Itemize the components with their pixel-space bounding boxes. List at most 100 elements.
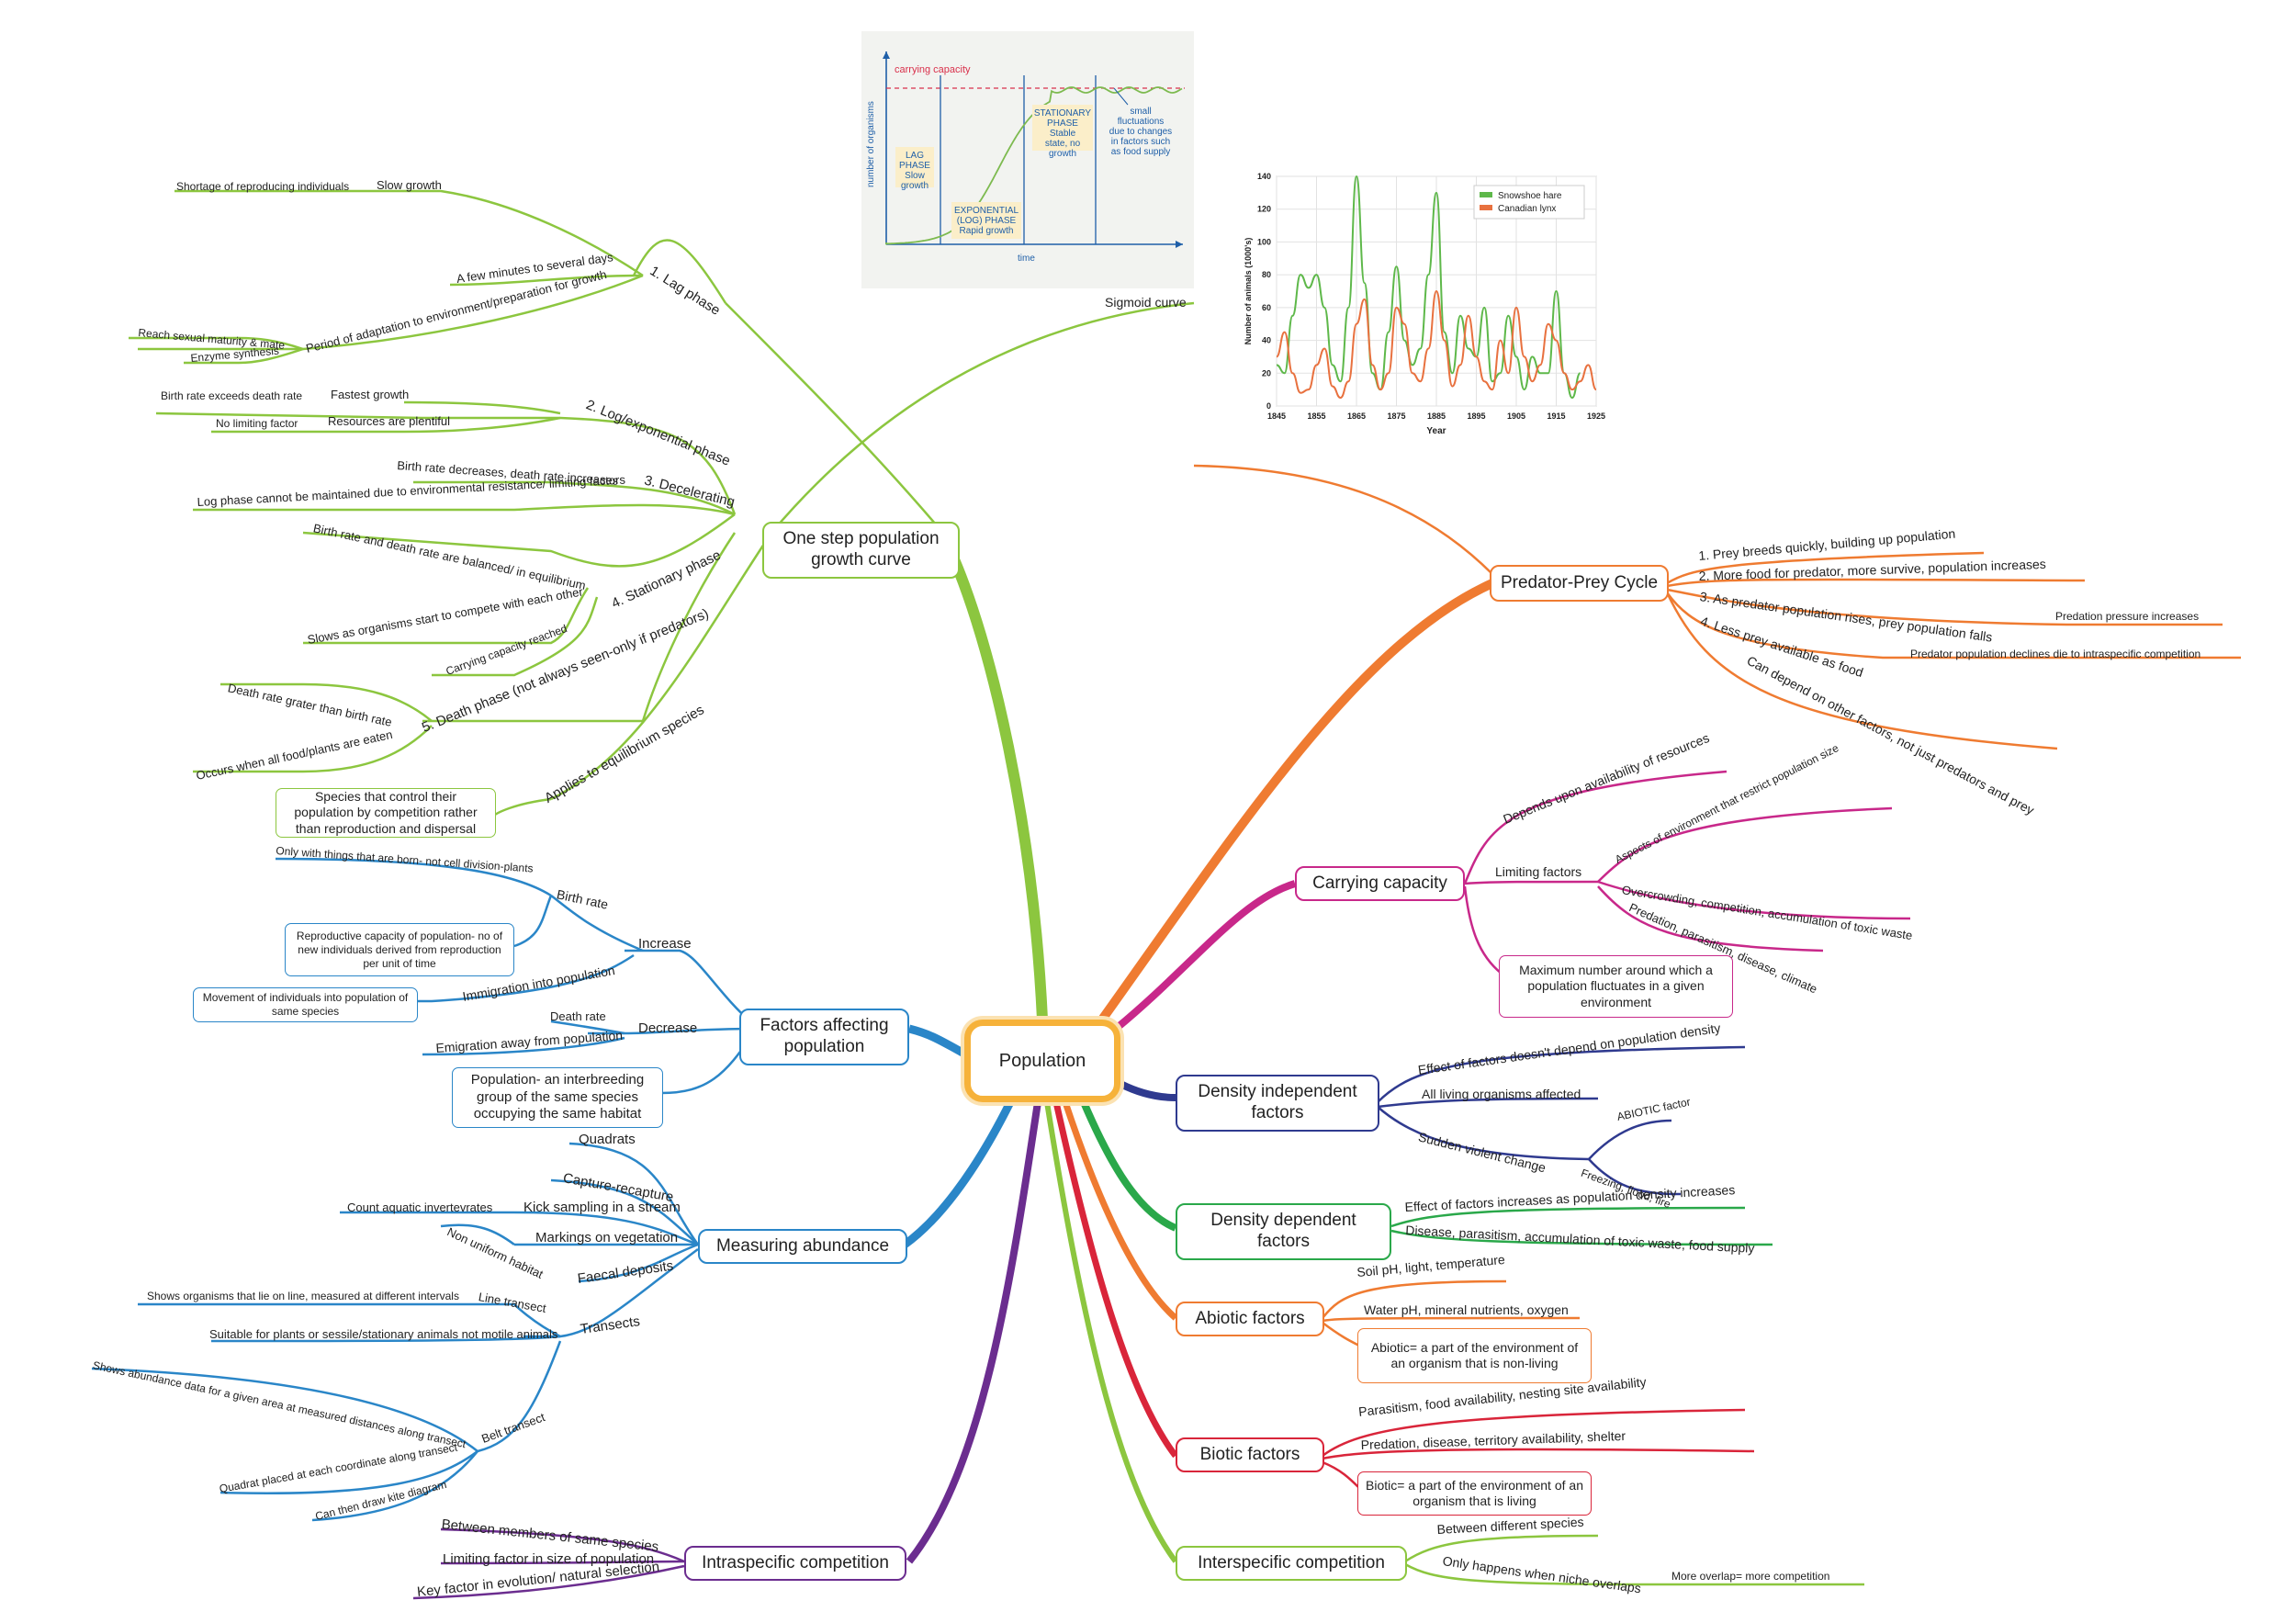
sigmoid-x-arrow [1176, 241, 1183, 248]
topic-growth-label: One step population growth curve [782, 529, 940, 569]
label-death-rate: Death rate [550, 1009, 606, 1023]
series-line-hare [1276, 175, 1581, 400]
legend-label: Snowshoe hare [1498, 191, 1562, 201]
topic-abundance-label: Measuring abundance [715, 1235, 890, 1256]
note-reproductive-text: Reproductive capacity of population- no … [296, 929, 503, 970]
branch-abiotic [1062, 1100, 1178, 1321]
x-tick-label: 1905 [1507, 411, 1525, 421]
topic-interspecific[interactable]: Interspecific competition [1176, 1546, 1407, 1581]
topic-abiotic[interactable]: Abiotic factors [1176, 1302, 1324, 1336]
branch-factors [907, 1024, 972, 1060]
label-water-ph: Water pH, mineral nutrients, oxygen [1364, 1302, 1569, 1317]
topic-factors[interactable]: Factors affecting population [739, 1009, 909, 1065]
topic-inter-label: Interspecific competition [1198, 1552, 1385, 1572]
topic-dind-label: Density independent factors [1198, 1082, 1357, 1122]
exp-label-bg [951, 202, 1021, 239]
topic-biotic-label: Biotic factors [1199, 1444, 1300, 1464]
note-equilibrium-text: Species that control their population by… [294, 788, 478, 836]
x-tick-label: 1925 [1587, 411, 1605, 421]
note-population-text: Population- an interbreeding group of th… [470, 1071, 645, 1122]
label-quadrats: Quadrats [579, 1132, 636, 1147]
topic-intraspecific[interactable]: Intraspecific competition [684, 1546, 906, 1581]
note-biotic-text: Biotic= a part of the environment of an … [1366, 1477, 1583, 1509]
branch-carrying [1113, 880, 1297, 1032]
note-reproductive: Reproductive capacity of population- no … [285, 923, 514, 976]
label-limiting-factors: Limiting factors [1495, 864, 1582, 879]
y-tick-label: 120 [1257, 205, 1271, 214]
branch-inter [1044, 1101, 1178, 1563]
label-line-leaf: Shows organisms that lie on line, measur… [147, 1290, 459, 1302]
legend-swatch [1480, 192, 1492, 197]
y-axis-label: Number of animals (1000's) [1244, 238, 1253, 345]
x-tick-label: 1845 [1267, 411, 1286, 421]
topic-carrying-capacity[interactable]: Carrying capacity [1295, 866, 1465, 901]
sigmoid-ylabel: number of organisms [866, 101, 876, 187]
stat-label-bg [1032, 105, 1093, 151]
x-tick-label: 1865 [1347, 411, 1366, 421]
y-tick-label: 100 [1257, 237, 1271, 246]
legend-swatch [1480, 205, 1492, 210]
topic-factors-label: Factors affecting population [760, 1016, 889, 1056]
label-no-limiting: No limiting factor [216, 417, 298, 430]
label-increase: Increase [638, 936, 692, 952]
note-biotic: Biotic= a part of the environment of an … [1357, 1471, 1592, 1516]
y-tick-label: 40 [1262, 336, 1271, 345]
note-population-definition: Population- an interbreeding group of th… [452, 1067, 663, 1128]
carrying-capacity-label: carrying capacity [895, 64, 971, 75]
label-more-overlap: More overlap= more competition [1671, 1570, 1830, 1583]
label-plentiful: Resources are plentiful [328, 414, 450, 428]
label-predator-declines: Predator population declines die to intr… [1910, 648, 2201, 660]
note-immigration-text: Movement of individuals into population … [202, 991, 409, 1018]
fluct-pointer [1113, 87, 1129, 106]
topic-intra-label: Intraspecific competition [702, 1552, 889, 1572]
label-sigmoid: Sigmoid curve [1105, 295, 1187, 310]
y-tick-label: 80 [1262, 270, 1271, 279]
x-tick-label: 1895 [1467, 411, 1485, 421]
topic-carrying-label: Carrying capacity [1312, 873, 1447, 893]
topic-abiotic-label: Abiotic factors [1195, 1308, 1305, 1328]
topic-predator-prey[interactable]: Predator-Prey Cycle [1490, 565, 1669, 602]
topic-growth-curve[interactable]: One step population growth curve [762, 522, 960, 579]
sigmoid-chart: carrying capacity number of organisms time… [866, 51, 1185, 264]
x-tick-label: 1855 [1307, 411, 1325, 421]
branch-abundance [902, 1099, 1015, 1248]
sigmoid-figure: carrying capacity number of organisms time… [861, 31, 1194, 288]
note-abiotic: Abiotic= a part of the environment of an… [1357, 1328, 1592, 1383]
topic-predator-label: Predator-Prey Cycle [1500, 572, 1659, 592]
central-topic[interactable]: Population [964, 1020, 1120, 1102]
note-equilibrium: Species that control their population by… [276, 788, 496, 838]
label-shortage: Shortage of reproducing individuals [176, 180, 350, 193]
topic-density-independent[interactable]: Density independent factors [1176, 1075, 1379, 1132]
legend-box [1473, 185, 1585, 220]
y-tick-label: 60 [1262, 303, 1271, 312]
branch-ddep [1080, 1100, 1177, 1232]
label-all-living: All living organisms affected [1422, 1087, 1581, 1101]
y-tick-label: 20 [1262, 368, 1271, 378]
topic-abundance[interactable]: Measuring abundance [698, 1229, 907, 1264]
label-count-aquatic: Count aquatic invertevrates [347, 1200, 493, 1214]
note-abiotic-text: Abiotic= a part of the environment of an… [1370, 1339, 1579, 1371]
sigmoid-y-arrow [883, 51, 890, 59]
note-carrying-capacity: Maximum number around which a population… [1499, 955, 1733, 1018]
note-carrying-text: Maximum number around which a population… [1519, 962, 1713, 1009]
x-axis-label: Year [1426, 426, 1446, 436]
label-markings: Markings on vegetation [535, 1230, 679, 1245]
series-line-lynx [1276, 289, 1597, 400]
x-tick-label: 1875 [1387, 411, 1405, 421]
lag-label-bg [895, 147, 934, 187]
topic-density-dependent[interactable]: Density dependent factors [1176, 1203, 1391, 1260]
x-tick-label: 1885 [1427, 411, 1446, 421]
label-intra-limiting: Limiting factor in size of population [443, 1551, 655, 1567]
sigmoid-xlabel: time [1018, 254, 1035, 264]
branch-growth [945, 546, 1048, 1025]
legend-label: Canadian lynx [1498, 204, 1556, 214]
label-predation-pressure: Predation pressure increases [2055, 610, 2200, 623]
label-slow-growth: Slow growth [377, 178, 442, 192]
topic-biotic[interactable]: Biotic factors [1176, 1437, 1324, 1472]
topic-ddep-label: Density dependent factors [1210, 1211, 1356, 1251]
x-tick-label: 1915 [1547, 411, 1565, 421]
